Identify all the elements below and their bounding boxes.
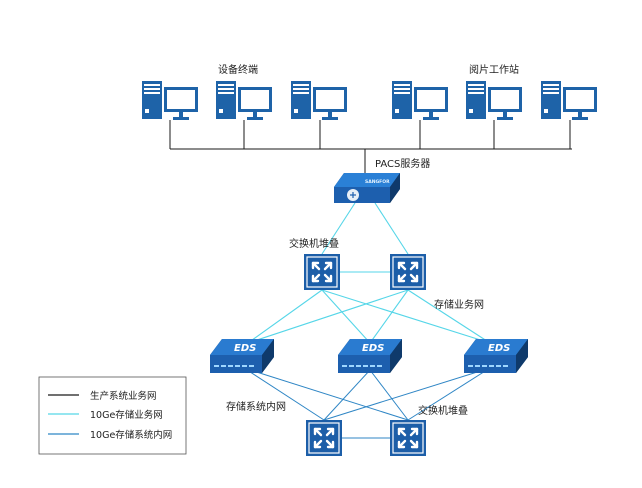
workstation-computer-1: [392, 81, 448, 120]
terminal-group-label: 设备终端: [218, 63, 258, 76]
bottom-switch-left: [304, 418, 344, 458]
legend-item-storage-internal: 10Ge存储系统内网: [48, 429, 172, 441]
storage-internal-net-label: 存储系统内网: [226, 400, 286, 413]
storage-internal-network-lines: [243, 367, 491, 439]
server-brand-label: SANGFOR: [365, 179, 390, 185]
top-switch-stack-label: 交换机堆叠: [289, 237, 339, 250]
storage-business-net-label: 存储业务网: [434, 298, 484, 311]
production-network-lines: [169, 120, 572, 175]
workstation-computer-3: [541, 81, 597, 120]
terminal-computer-3: [291, 81, 347, 120]
bottom-switch-stack-label: 交换机堆叠: [418, 404, 468, 417]
workstation-group-label: 阅片工作站: [469, 63, 519, 76]
svg-text:EDS: EDS: [234, 343, 256, 354]
svg-text:10Ge存储系统内网: 10Ge存储系统内网: [90, 429, 172, 441]
legend: 生产系统业务网 10Ge存储业务网 10Ge存储系统内网: [38, 376, 187, 455]
terminal-computer-1: [142, 81, 198, 120]
svg-text:EDS: EDS: [488, 343, 510, 354]
pacs-server-label: PACS服务器: [375, 157, 430, 170]
svg-text:10Ge存储业务网: 10Ge存储业务网: [90, 409, 163, 421]
eds-node-2: EDS: [338, 339, 402, 373]
legend-item-production: 生产系统业务网: [48, 390, 157, 402]
terminal-computer-2: [216, 81, 272, 120]
top-switch-left: [302, 252, 342, 292]
pacs-server: SANGFOR: [334, 173, 400, 203]
svg-text:生产系统业务网: 生产系统业务网: [90, 390, 157, 402]
bottom-switch-right: [388, 418, 428, 458]
top-switch-right: [388, 252, 428, 292]
eds-node-1: EDS: [210, 339, 274, 373]
workstation-computer-2: [466, 81, 522, 120]
storage-business-network-lines: [247, 202, 491, 344]
eds-node-3: EDS: [464, 339, 528, 373]
legend-item-storage-business: 10Ge存储业务网: [48, 409, 163, 421]
svg-text:EDS: EDS: [362, 343, 384, 354]
